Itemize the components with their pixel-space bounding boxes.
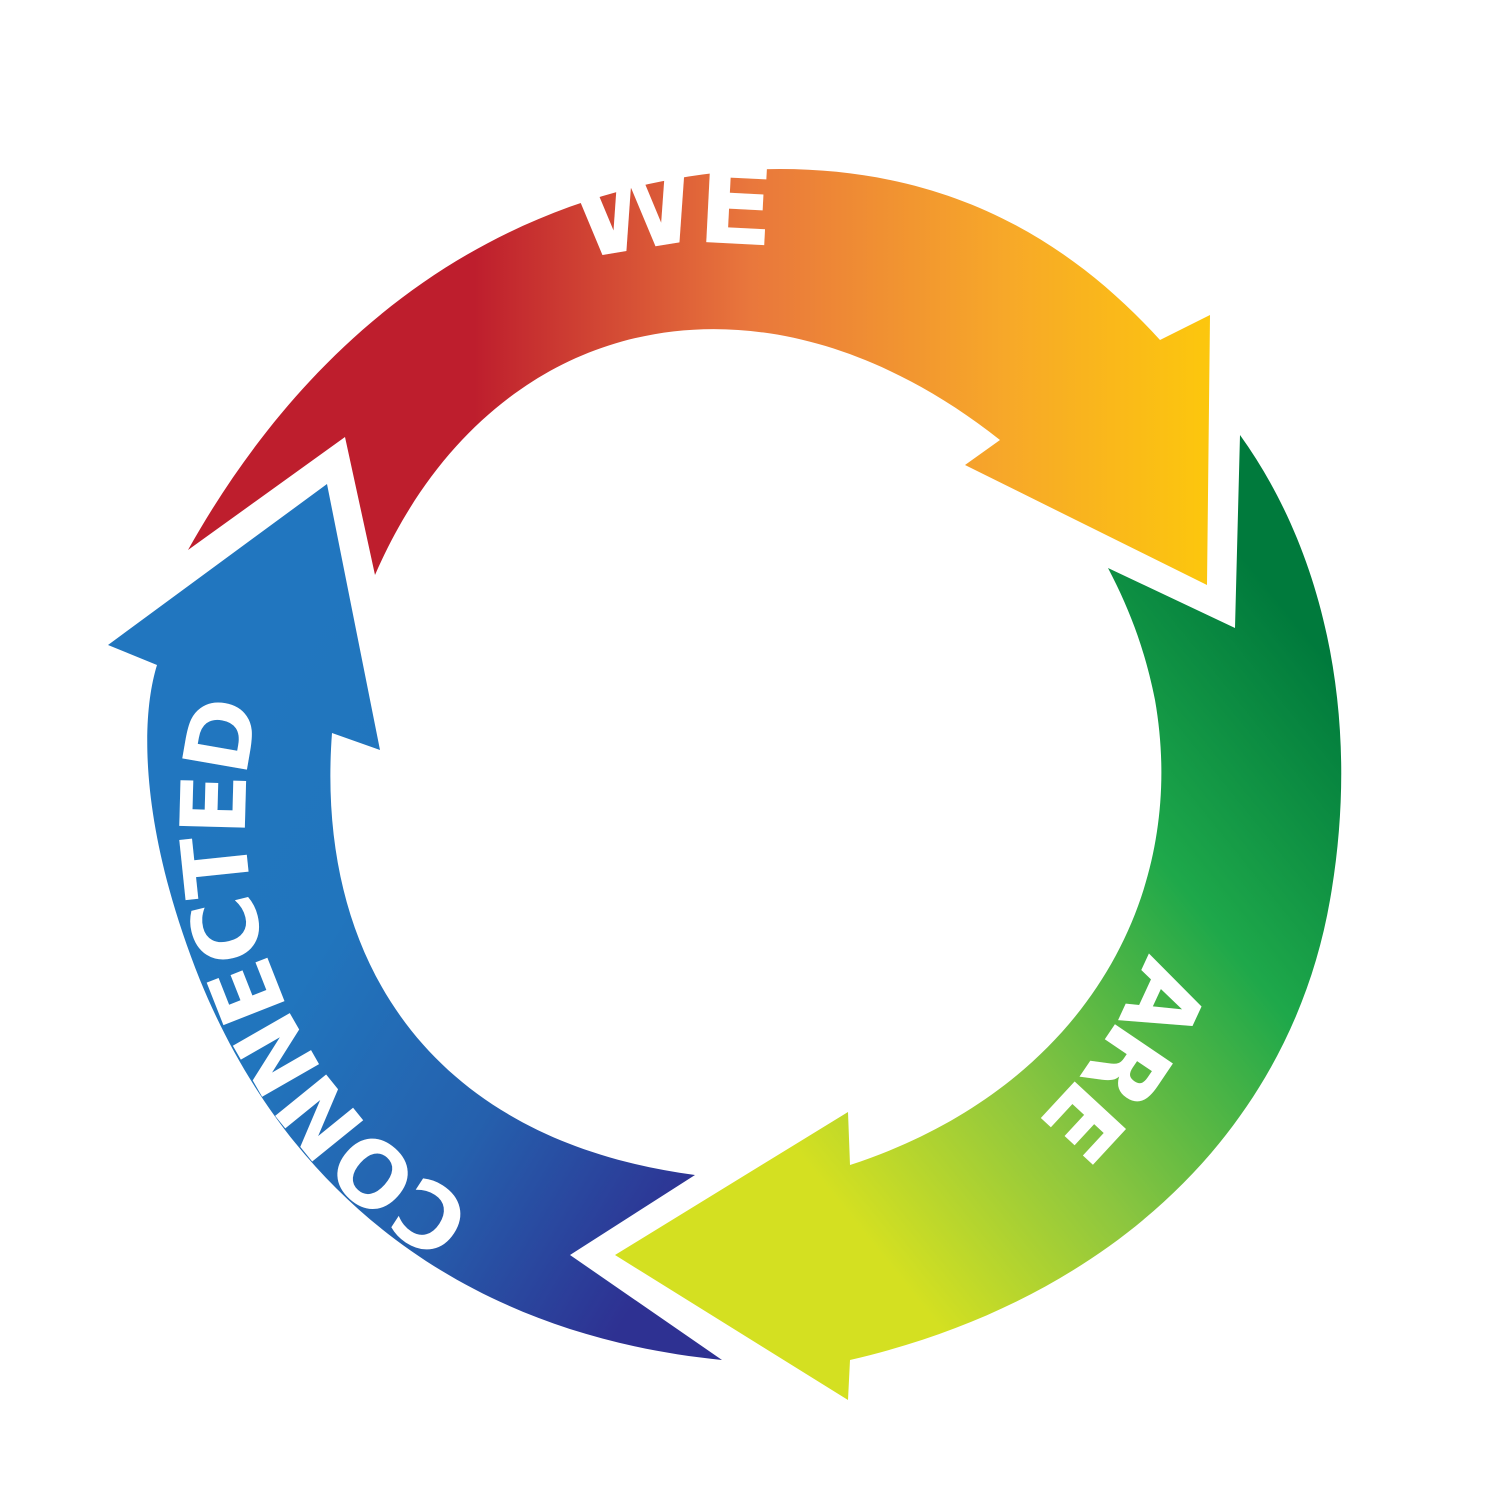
arrow-we <box>188 169 1210 586</box>
arrow-are <box>615 435 1342 1400</box>
label-we: WE <box>563 137 777 285</box>
arrow-connected <box>108 484 722 1360</box>
